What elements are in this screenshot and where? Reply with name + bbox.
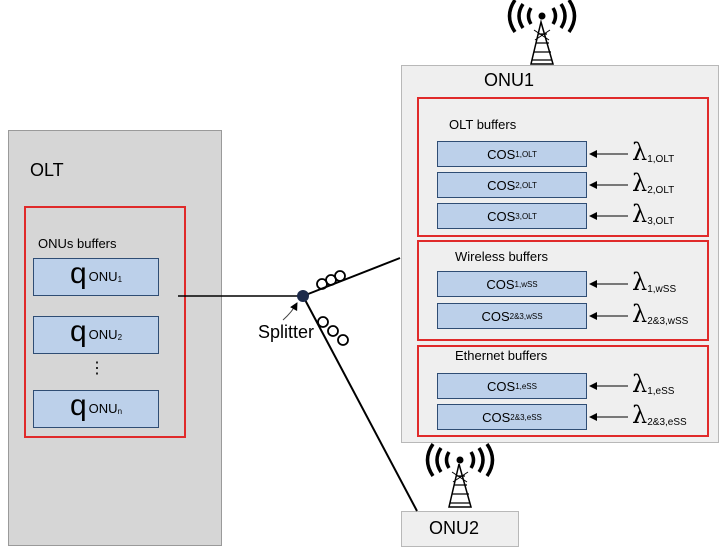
ethernet-buffers-label: Ethernet buffers xyxy=(455,348,548,363)
splitter-label: Splitter xyxy=(258,322,315,342)
splitter-node xyxy=(297,290,309,302)
olt-buffers-group xyxy=(417,97,709,237)
onu2-box xyxy=(401,511,519,547)
lambda-23-ess: λ2&3,eSS xyxy=(632,401,687,429)
queue-ellipsis: ⋮ xyxy=(89,360,105,377)
wireless-buffers-group xyxy=(417,240,709,341)
lambda-3-olt: λ3,OLT xyxy=(632,200,675,228)
lambda-1-wss: λ1,wSS xyxy=(632,268,677,296)
lambda-1-ess: λ1,eSS xyxy=(632,370,675,398)
antenna-onu2-icon xyxy=(425,443,495,508)
lambda-2-olt: λ2,OLT xyxy=(632,169,675,197)
onu1-title: ONU1 xyxy=(484,70,535,90)
ethernet-buffers-group xyxy=(417,345,709,437)
fiber-splitter-to-onu2 xyxy=(302,295,418,512)
onus-buffers-label: ONUs buffers xyxy=(38,236,117,251)
fiber-coil-lower xyxy=(317,316,349,346)
lambda-23-wss: λ2&3,wSS xyxy=(632,300,689,328)
fiber-coil-upper xyxy=(316,270,346,290)
fiber-splitter-to-onu1 xyxy=(302,257,401,297)
antenna-onu1-icon xyxy=(507,0,577,65)
onu2-title: ONU2 xyxy=(429,518,480,538)
splitter-pointer xyxy=(282,302,298,321)
arrival-arrows xyxy=(589,150,628,421)
olt-title: OLT xyxy=(30,160,64,180)
olt-buffers-label: OLT buffers xyxy=(449,117,517,132)
wireless-buffers-label: Wireless buffers xyxy=(455,249,548,264)
onus-buffers-group xyxy=(24,206,186,438)
lambda-1-olt: λ1,OLT xyxy=(632,138,675,166)
